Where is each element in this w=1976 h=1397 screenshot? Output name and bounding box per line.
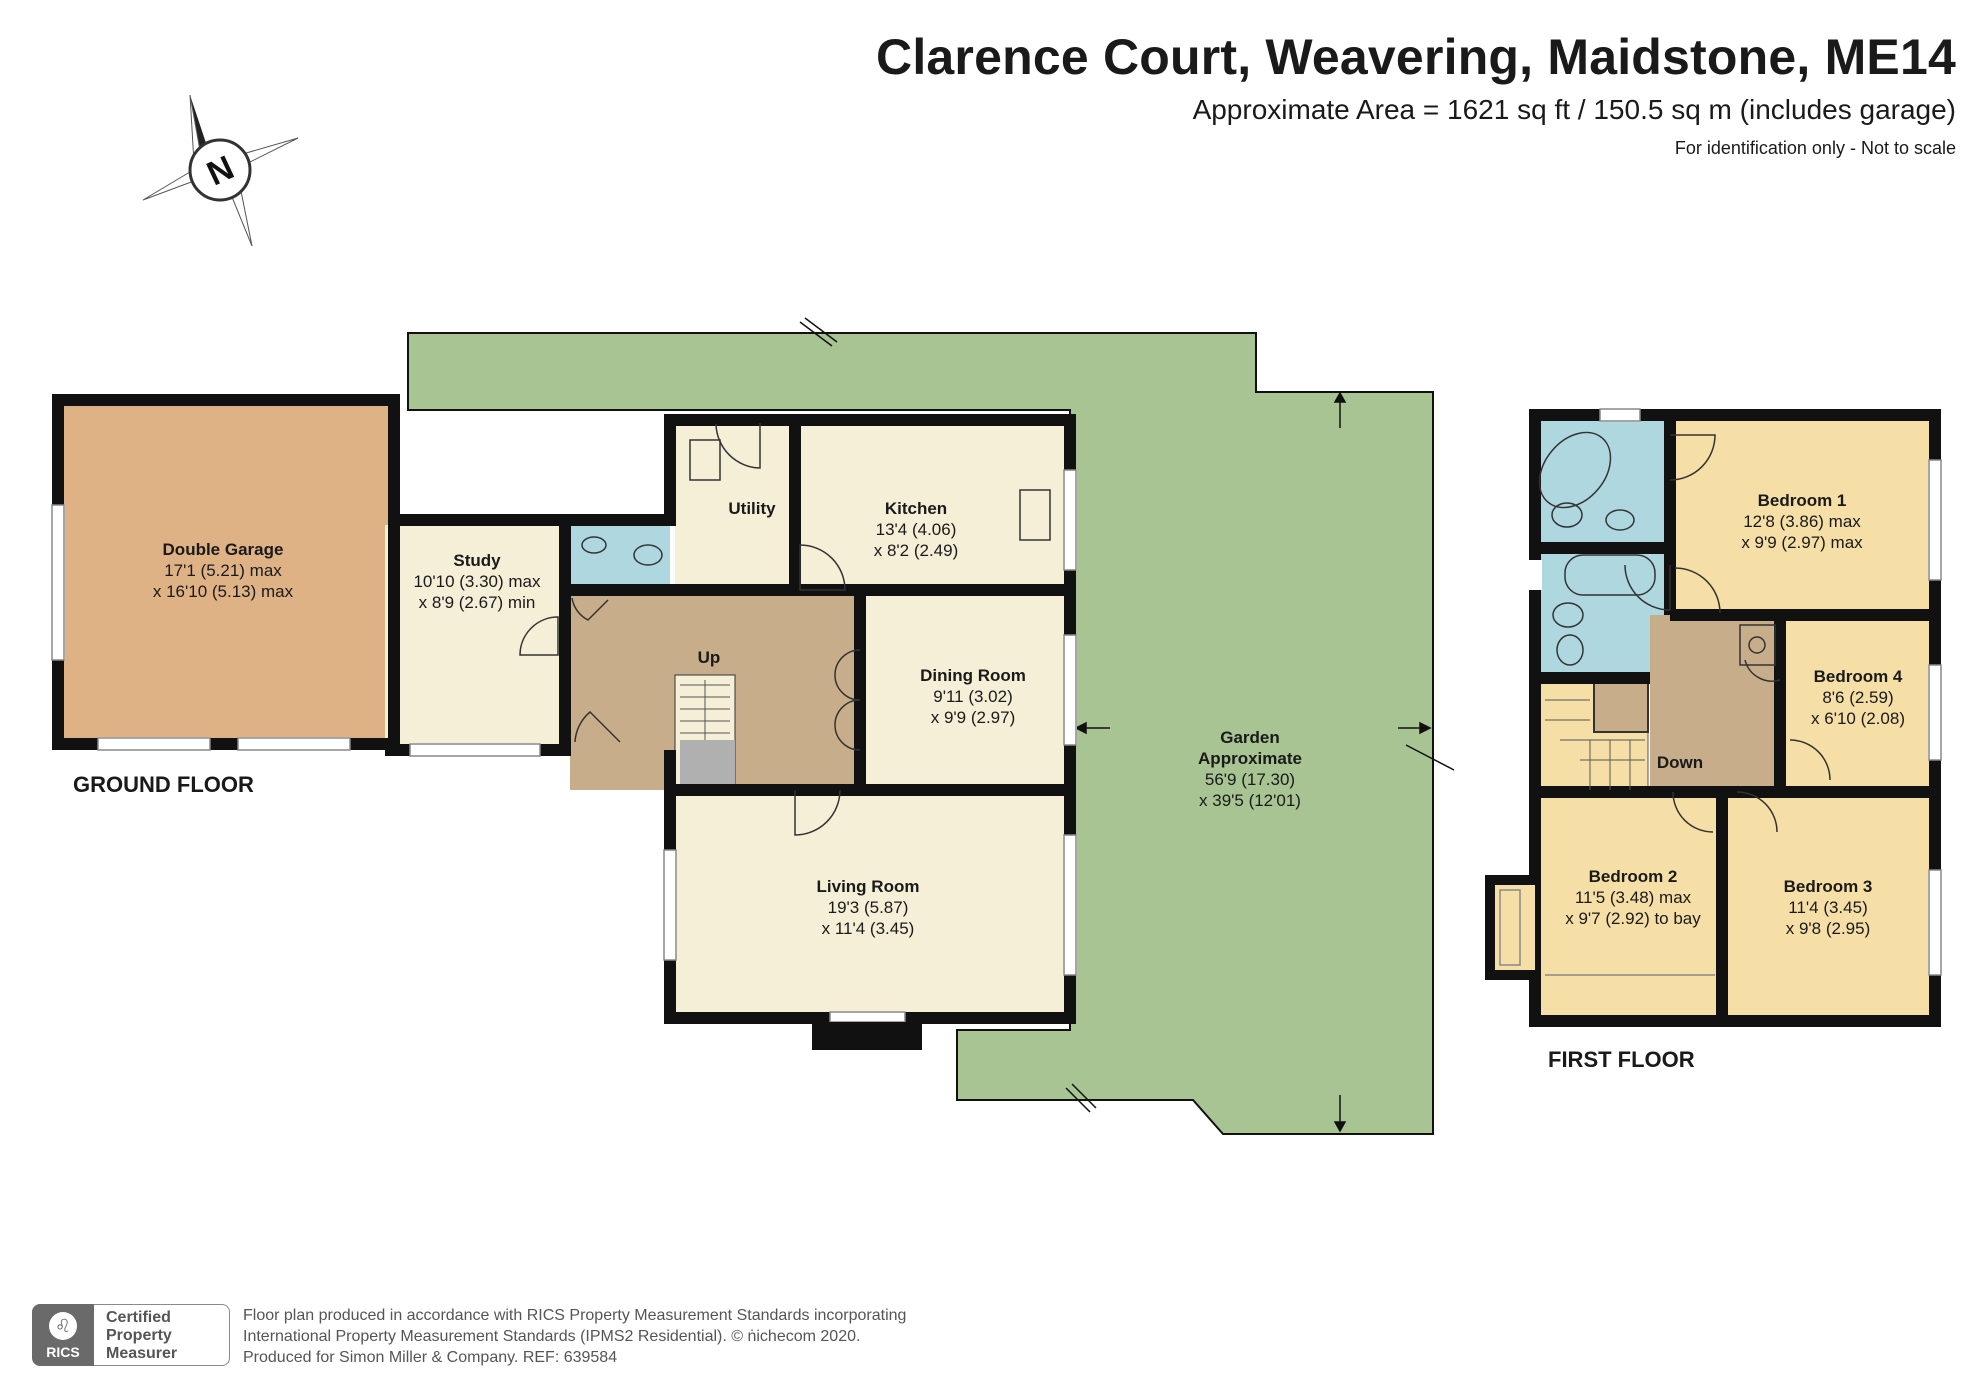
rics-wordmark: RICS <box>46 1344 80 1360</box>
bed2-name: Bedroom 2 <box>1589 867 1678 886</box>
bed3-name: Bedroom 3 <box>1784 877 1873 896</box>
footer-note: Floor plan produced in accordance with R… <box>243 1305 906 1368</box>
plan-title: Clarence Court, Weavering, Maidstone, ME… <box>876 29 1956 85</box>
study-dim1: 10'10 (3.30) max <box>413 572 541 591</box>
kitchen-name: Kitchen <box>885 499 947 518</box>
bed1-name: Bedroom 1 <box>1758 491 1847 510</box>
stairs-up-label: Up <box>698 648 721 667</box>
bed2-dim2: x 9'7 (2.92) to bay <box>1565 909 1701 928</box>
garden-dim1: 56'9 (17.30) <box>1205 770 1295 789</box>
dining-dim2: x 9'9 (2.97) <box>931 708 1016 727</box>
bed3-dim1: 11'4 (3.45) <box>1788 898 1867 917</box>
dining-name: Dining Room <box>920 666 1026 685</box>
garage-name: Double Garage <box>163 540 284 559</box>
bedroom-1 <box>1670 420 1930 615</box>
landing <box>1650 615 1780 790</box>
stairs-down-label: Down <box>1657 753 1703 772</box>
badge-line-2: Property <box>106 1327 172 1344</box>
kitchen <box>795 420 1070 590</box>
compass-icon: N <box>142 94 299 247</box>
garage-dim1: 17'1 (5.21) max <box>164 561 282 580</box>
study <box>385 525 565 750</box>
bedroom-4 <box>1780 620 1930 790</box>
garden-name: Garden <box>1220 728 1280 747</box>
identification-note: For identification only - Not to scale <box>1674 138 1956 158</box>
bed4-name: Bedroom 4 <box>1814 667 1903 686</box>
ground-wc <box>570 525 670 590</box>
footer-line-2: International Property Measurement Stand… <box>243 1328 861 1345</box>
study-name: Study <box>453 551 501 570</box>
dining-dim1: 9'11 (3.02) <box>933 687 1012 706</box>
fireplace <box>812 1022 922 1050</box>
utility-name: Utility <box>728 499 776 518</box>
bedroom-3 <box>1725 795 1930 1015</box>
ground-floor-label: GROUND FLOOR <box>73 772 254 797</box>
rics-badge: ♌ RICS Certified Property Measurer <box>32 1304 231 1366</box>
study-dim2: x 8'9 (2.67) min <box>419 593 536 612</box>
bed1-dim2: x 9'9 (2.97) max <box>1741 533 1863 552</box>
bed2-dim1: 11'5 (3.48) max <box>1575 888 1692 907</box>
bedroom-2 <box>1540 795 1720 1015</box>
garden-name-approx: Approximate <box>1198 749 1302 768</box>
living-dim1: 19'3 (5.87) <box>828 898 909 917</box>
first-floor-label: FIRST FLOOR <box>1548 1047 1695 1072</box>
garden-dim2: x 39'5 (12'01) <box>1199 791 1301 810</box>
badge-line-3: Measurer <box>106 1345 178 1362</box>
bed3-dim2: x 9'8 (2.95) <box>1786 919 1871 938</box>
living-name: Living Room <box>817 877 920 896</box>
dining-room <box>860 590 1070 790</box>
footer-line-3: Produced for Simon Miller & Company. REF… <box>243 1349 618 1366</box>
double-garage <box>52 395 400 750</box>
footer-line-1: Floor plan produced in accordance with R… <box>243 1307 907 1324</box>
kitchen-dim1: 13'4 (4.06) <box>876 520 957 539</box>
garden-area <box>407 332 1434 1135</box>
bed1-dim1: 12'8 (3.86) max <box>1743 512 1861 531</box>
living-room <box>670 790 1070 1015</box>
bathroom <box>1540 550 1670 675</box>
rics-logo: ♌ RICS <box>32 1304 94 1366</box>
garage-dim2: x 16'10 (5.13) max <box>153 582 294 601</box>
certified-property-measurer: Certified Property Measurer <box>94 1304 230 1366</box>
bed4-dim2: x 6'10 (2.08) <box>1811 709 1905 728</box>
approximate-area: Approximate Area = 1621 sq ft / 150.5 sq… <box>1192 94 1956 125</box>
badge-line-1: Certified <box>106 1309 171 1326</box>
bed4-dim1: 8'6 (2.59) <box>1822 688 1893 707</box>
kitchen-dim2: x 8'2 (2.49) <box>874 541 959 560</box>
lion-icon: ♌ <box>49 1312 77 1340</box>
living-dim2: x 11'4 (3.45) <box>822 919 915 938</box>
utility <box>675 420 795 590</box>
